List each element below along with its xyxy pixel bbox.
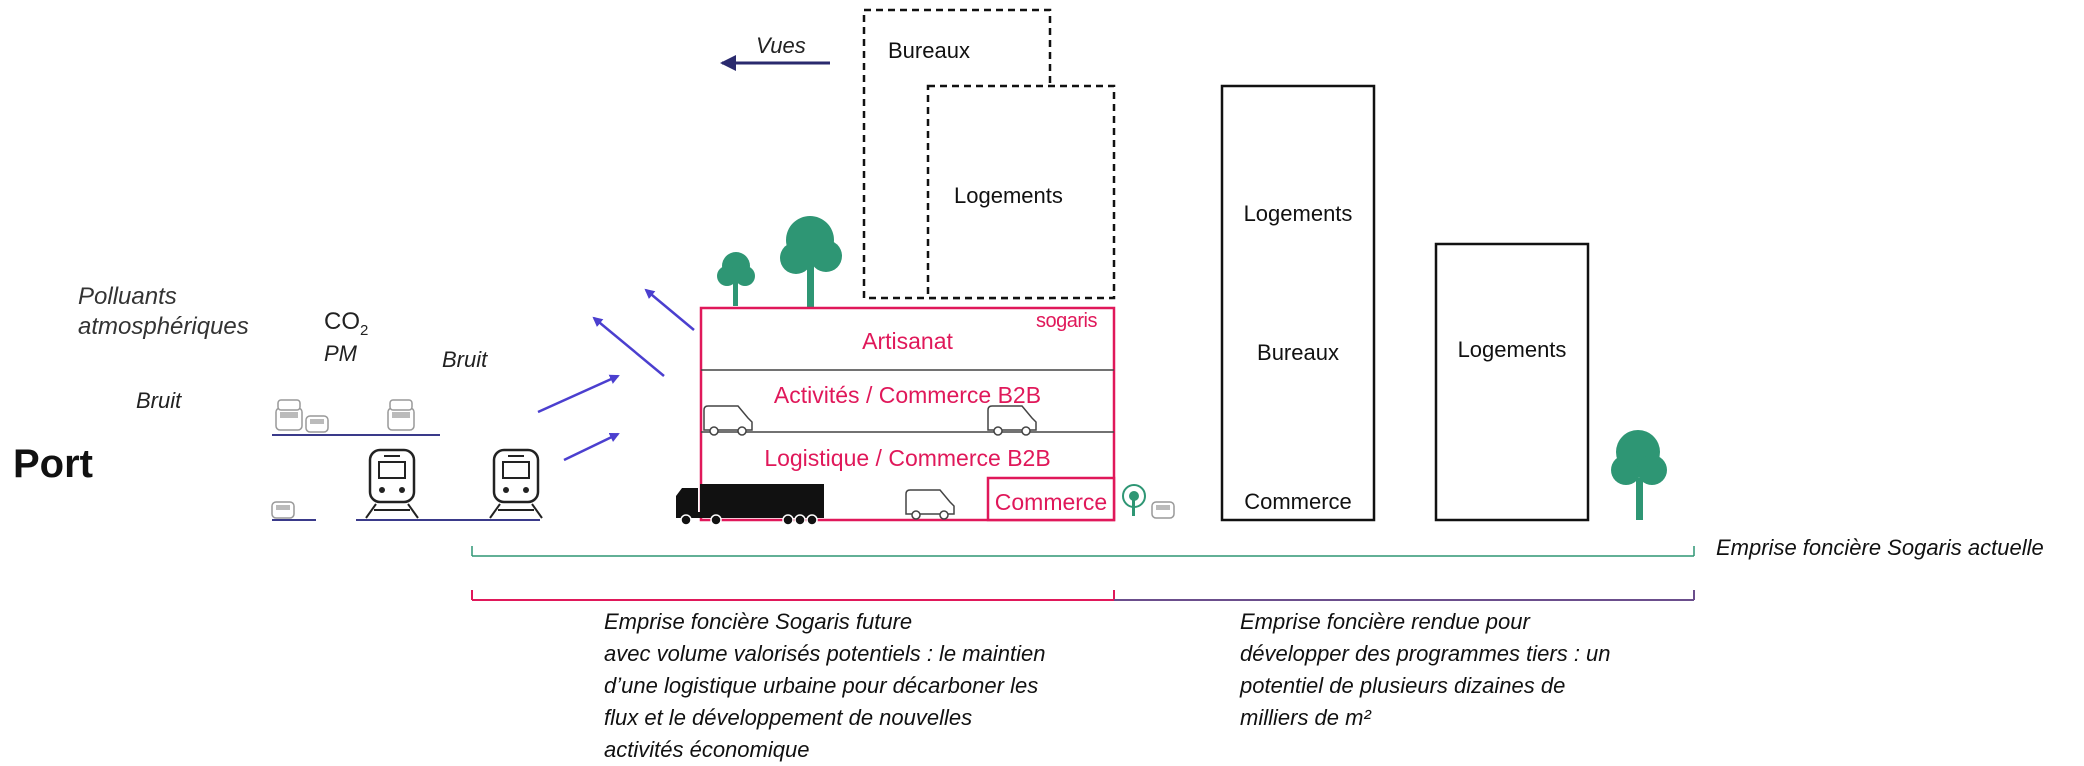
arrow-icon [563, 432, 620, 462]
commerce-box [986, 476, 1116, 522]
train-icon [489, 448, 543, 519]
floor-activites: Activités / Commerce B2B [773, 382, 1042, 408]
van-icon [987, 405, 1037, 436]
car-icon [387, 399, 415, 431]
dashed-bureaux-label: Bureaux [888, 38, 970, 63]
car-icon [275, 399, 303, 431]
truck-icon [676, 484, 824, 526]
pollutants-label: Polluants [78, 283, 177, 310]
pm-label: PM [324, 341, 357, 366]
tree-icon [717, 252, 755, 306]
car-icon [1151, 501, 1175, 519]
tree-icon [1611, 430, 1667, 520]
sogaris-logo: sogaris [1036, 310, 1097, 332]
bracket-rendue [1114, 590, 1695, 601]
arrow-icon [592, 316, 665, 377]
car-icon [305, 415, 329, 433]
arrow-icon [537, 374, 620, 414]
co2-main: CO [324, 308, 360, 335]
bracket-actuelle [471, 546, 1695, 557]
van-icon [703, 405, 753, 436]
caption-rendue: Emprise foncière rendue pour développer … [1240, 609, 1611, 730]
bruit-label-left: Bruit [136, 388, 182, 413]
bracket-future [471, 590, 1115, 601]
tree-icon [780, 216, 842, 308]
tall-building [1220, 84, 1376, 522]
tree-icon [1122, 484, 1146, 516]
pollutants-label-line2: atmosphériques [78, 313, 249, 340]
tall-building-top-label: Logements [1243, 201, 1353, 226]
floor-artisanat: Artisanat [862, 328, 953, 354]
commerce-label: Commerce [994, 489, 1108, 515]
co2-sub: 2 [360, 321, 369, 339]
caption-actuelle: Emprise foncière Sogaris actuelle [1716, 535, 2044, 560]
car-icon [271, 501, 295, 519]
views-label: Vues [756, 33, 806, 58]
train-icon [365, 448, 419, 519]
caption-future: Emprise foncière Sogaris future avec vol… [604, 609, 1046, 762]
right-building [1434, 242, 1590, 522]
arrow-icon [644, 288, 695, 331]
bruit-label-mid: Bruit [442, 347, 488, 372]
tall-building-bottom-label: Commerce [1244, 489, 1352, 514]
port-label: Port [13, 442, 93, 486]
van-icon [905, 489, 955, 520]
tall-building-middle-label: Bureaux [1257, 340, 1339, 365]
right-building-label: Logements [1457, 337, 1567, 362]
dashed-logements-label: Logements [954, 183, 1063, 208]
dashed-block-logements [926, 84, 1116, 300]
co2-label: CO2 [324, 308, 368, 339]
floor-logistique: Logistique / Commerce B2B [764, 445, 1051, 471]
